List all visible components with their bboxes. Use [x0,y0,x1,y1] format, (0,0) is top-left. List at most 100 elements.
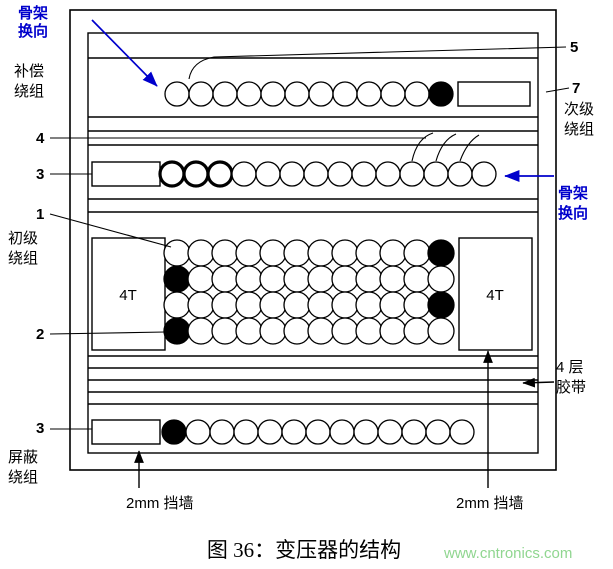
secondary-winding-turn [423,161,449,187]
primary-winding-turn [283,291,311,319]
bobbin-reverse-top-label-line1: 骨架 [18,5,48,22]
primary-winding-turn [331,291,359,319]
primary-winding-turn [307,265,335,293]
watermark-text: www.cntronics.com [443,545,572,562]
secondary-winding-turn [399,161,425,187]
compensation-winding-turn [188,81,214,107]
primary-winding-turn [403,265,431,293]
primary-winding-label-line2: 绕组 [8,250,38,267]
ref-number-4: 4 [36,130,45,147]
secondary-winding-turn [447,161,473,187]
tape-layers-label-line1: 4 层 [556,359,584,376]
shield-winding-label-line1: 屏蔽 [8,449,38,466]
primary-winding-turn [235,265,263,293]
coil-4t-left-label: 4T [119,287,137,304]
primary-winding-start-mark [427,239,455,267]
primary-winding-turn [211,265,239,293]
primary-winding-turn [331,239,359,267]
compensation-winding-turn [380,81,406,107]
secondary-start-block [91,161,161,187]
secondary-winding-turn [303,161,329,187]
compensation-winding-turn [332,81,358,107]
primary-winding-turn [331,265,359,293]
bobbin-reverse-top-label-line2: 换向 [18,22,48,40]
bobbin-inner-frame [87,32,539,454]
primary-winding-turn [307,317,335,345]
primary-winding-turn [427,265,455,293]
leader-ref-1 [49,213,172,248]
compensation-winding-label-line1: 补偿 [14,63,44,80]
primary-winding-turn [211,317,239,345]
wall-right-label: 2mm 挡墙 [456,495,524,512]
tape-layer-lines [88,57,538,405]
reference-leader-lines [49,46,570,430]
primary-winding-turn [259,239,287,267]
secondary-winding-turn [327,161,353,187]
primary-winding-turn [331,317,359,345]
primary-winding-turn [235,239,263,267]
shield-winding-turn [329,419,355,445]
shield-winding-turn [377,419,403,445]
primary-winding-turn [379,265,407,293]
ref-number-1: 1 [36,206,44,223]
leader-ref-2 [49,331,166,335]
tape-layers-label-line2: 胶带 [556,379,586,396]
primary-winding-turn [187,317,215,345]
shield-winding-turn [449,419,475,445]
primary-winding-turn [283,239,311,267]
primary-winding-turn [307,239,335,267]
wall-left-label: 2mm 挡墙 [126,495,194,512]
shield-winding-turn [305,419,331,445]
primary-winding-turn [187,265,215,293]
primary-winding-label-line1: 初级 [8,230,38,247]
compensation-winding-turn [404,81,430,107]
primary-winding-turn [283,317,311,345]
figure-caption: 图 36：变压器的结构 [207,538,401,562]
bobbin-reverse-arrow-top [91,19,158,87]
primary-winding-turn [427,317,455,345]
primary-winding-turn [403,291,431,319]
primary-winding-start-mark [163,317,191,345]
primary-winding-turn [259,265,287,293]
primary-winding-turn [355,239,383,267]
primary-winding-start-mark [163,265,191,293]
secondary-winding-turn [158,160,186,188]
primary-winding-turn [379,317,407,345]
primary-winding-turn [355,317,383,345]
compensation-end-block [457,81,531,107]
ref-number-3-lower: 3 [36,420,44,437]
shield-winding-label-line2: 绕组 [8,469,38,486]
shield-winding-start-mark [161,419,187,445]
secondary-winding-turn [375,161,401,187]
primary-winding-turn [235,317,263,345]
secondary-winding-turn [471,161,497,187]
leader-ref-5 [188,46,567,80]
primary-winding-turn [355,265,383,293]
shield-winding-turn [209,419,235,445]
leader-ref-7 [545,87,570,93]
primary-winding-turn [379,239,407,267]
compensation-winding-turn [212,81,238,107]
compensation-winding-turn [284,81,310,107]
secondary-winding-turn [279,161,305,187]
shield-winding-turn [233,419,259,445]
primary-winding-turn [283,265,311,293]
shield-winding-turn [257,419,283,445]
compensation-winding-turn [236,81,262,107]
secondary-winding-turn [182,160,210,188]
secondary-winding-turn [206,160,234,188]
compensation-winding-turn [164,81,190,107]
tap-curve-1 [411,132,434,162]
coil-4t-right-label: 4T [486,287,504,304]
bobbin-reverse-right-label-line2: 换向 [558,204,588,222]
secondary-winding-turn [231,161,257,187]
compensation-winding-label-line2: 绕组 [14,83,44,100]
secondary-winding-label-line2: 绕组 [564,121,594,138]
ref-number-3-upper: 3 [36,166,44,183]
secondary-winding-turn [255,161,281,187]
compensation-winding-turn [356,81,382,107]
primary-winding-turn [379,291,407,319]
shield-winding-turn [425,419,451,445]
